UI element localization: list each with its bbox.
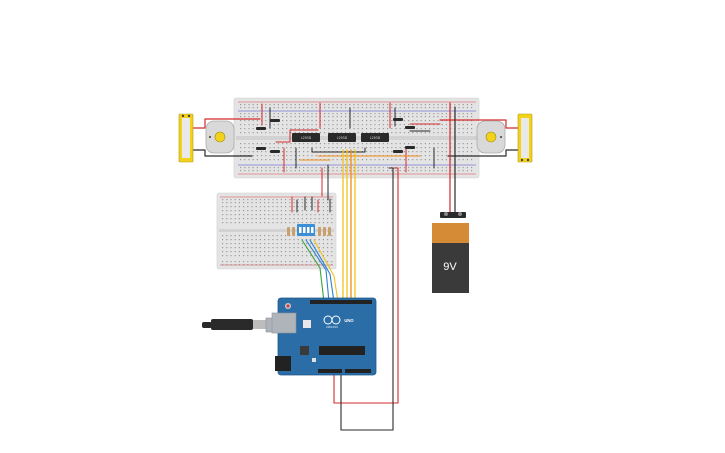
wire-black bbox=[191, 149, 253, 157]
dc-motor-right[interactable] bbox=[476, 113, 533, 163]
arduino-logo-text: UNO bbox=[344, 318, 354, 323]
motor-driver-chip[interactable]: L293D bbox=[328, 133, 356, 142]
resistor[interactable] bbox=[328, 227, 331, 236]
wire-red bbox=[275, 129, 319, 143]
main-breadboard[interactable] bbox=[233, 97, 480, 179]
arduino-uno[interactable]: UNO ARDUINO bbox=[271, 297, 377, 376]
resistor[interactable] bbox=[393, 150, 403, 153]
arduino-brand-text: ARDUINO bbox=[326, 325, 338, 329]
wire-red bbox=[333, 167, 399, 404]
motor-driver-chip[interactable]: L293D bbox=[361, 133, 389, 142]
dip-switch[interactable] bbox=[297, 224, 315, 236]
resistor[interactable] bbox=[318, 227, 321, 236]
wires bbox=[191, 102, 519, 431]
resistor[interactable] bbox=[270, 119, 280, 122]
resistor[interactable] bbox=[270, 150, 280, 153]
resistor[interactable] bbox=[323, 227, 326, 236]
wire-green bbox=[301, 239, 325, 303]
wire-blue bbox=[305, 239, 330, 303]
wire-orange bbox=[313, 239, 339, 303]
breadboard-holes bbox=[222, 199, 333, 266]
wire-black bbox=[447, 149, 519, 157]
breadboard-holes bbox=[240, 104, 473, 172]
resistor[interactable] bbox=[287, 227, 290, 236]
resistor[interactable] bbox=[256, 127, 266, 130]
wire-black bbox=[311, 147, 366, 153]
battery-9v[interactable]: 9V bbox=[432, 212, 469, 293]
resistor[interactable] bbox=[393, 118, 403, 121]
resistor[interactable] bbox=[405, 126, 415, 129]
resistor[interactable] bbox=[256, 147, 266, 150]
wire-red bbox=[439, 119, 519, 129]
dc-motor-left[interactable] bbox=[178, 113, 235, 163]
wire-black bbox=[340, 167, 394, 431]
motor-driver-chip[interactable]: L293D bbox=[292, 133, 320, 142]
resistor[interactable] bbox=[405, 146, 415, 149]
resistor[interactable] bbox=[292, 227, 295, 236]
chip-label: L293D bbox=[337, 136, 348, 140]
battery-label: 9V bbox=[443, 261, 457, 273]
wire-blue bbox=[309, 239, 335, 303]
chip-label: L293D bbox=[370, 136, 381, 140]
small-breadboard[interactable] bbox=[216, 192, 337, 270]
wire-red bbox=[191, 118, 261, 129]
chip-label: L293D bbox=[301, 136, 312, 140]
